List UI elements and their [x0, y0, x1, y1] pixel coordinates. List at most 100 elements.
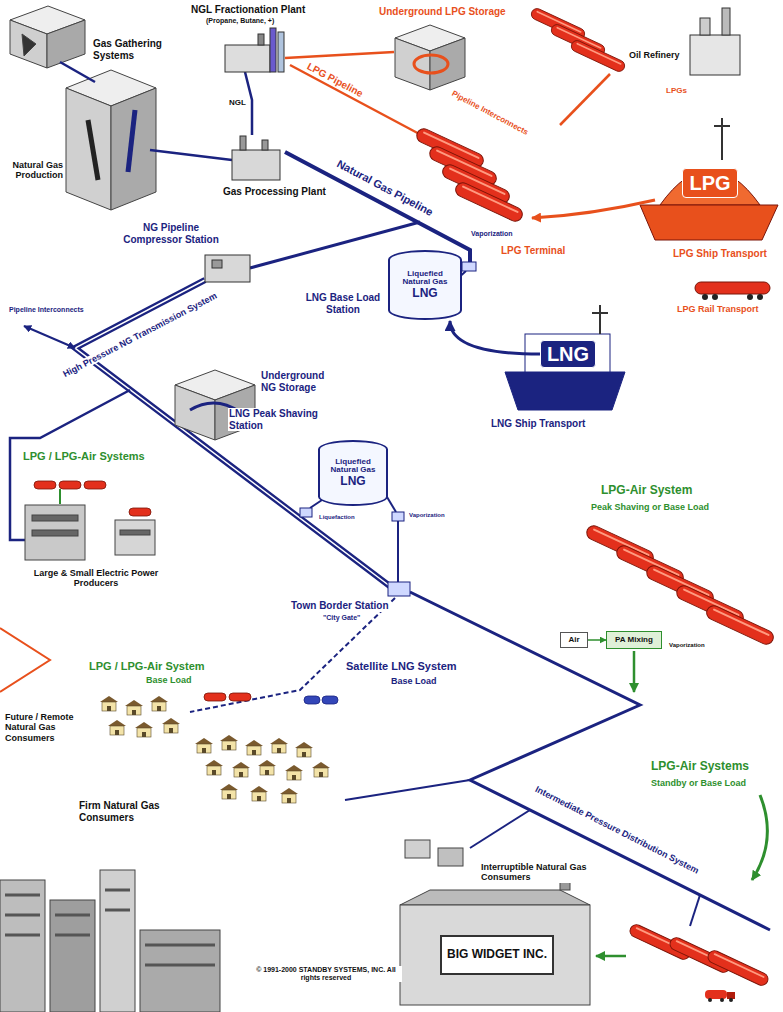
firm-houses: [220, 735, 238, 750]
lpg-air-feed: [633, 651, 636, 692]
lng-tank: Liquefied Natural GasLNG: [388, 250, 462, 320]
satellite-tanks: [204, 693, 338, 704]
callout-label: Vaporization: [470, 230, 514, 238]
lng-ship: [505, 305, 625, 410]
power-producer-buildings: [32, 515, 78, 521]
ng-pipelines: [285, 152, 470, 262]
compressor-station: [205, 255, 250, 282]
city-buildings: [50, 900, 95, 1012]
interruptible-buildings: [405, 840, 430, 858]
mixing-box: PA Mixing: [606, 631, 662, 649]
rail-car: [757, 294, 763, 300]
city-buildings: [0, 880, 45, 1012]
callout-label: Natural Gas Production: [2, 160, 64, 181]
satellite-tanks: [204, 693, 226, 701]
ng-pipelines: [410, 592, 770, 930]
power-producer-buildings: [120, 530, 150, 535]
gathering-lines: [150, 150, 232, 160]
ng-pipelines: [690, 895, 700, 926]
callout-label: Gas Gathering Systems: [92, 38, 174, 61]
fractionation-plant: [270, 28, 276, 72]
future-houses: [135, 722, 153, 737]
firm-houses: [280, 788, 298, 803]
callout-label: LPG Terminal: [500, 245, 566, 257]
city-buildings: [140, 930, 220, 1012]
station-boxes: [300, 508, 312, 517]
firm-houses: [195, 735, 330, 803]
processing-plant: [232, 136, 280, 180]
callout-label: LNG Ship Transport: [490, 418, 586, 430]
ng-pipelines: [310, 500, 322, 508]
processing-plant: [240, 136, 246, 150]
compressor-station: [212, 260, 222, 268]
callout-label: LPG-Air Systems: [650, 760, 750, 774]
fractionation-plant: [278, 32, 284, 72]
air-box: Air: [560, 632, 588, 648]
callout-label: LPG Ship Transport: [672, 248, 768, 260]
ng-pipelines: [190, 598, 395, 712]
left-chevron: [0, 628, 50, 692]
power-producer-buildings: [32, 530, 78, 536]
callout-label: Oil Refinery: [628, 50, 681, 60]
callout-label: Liquefaction: [318, 514, 356, 521]
callout-label: Satellite LNG System: [345, 660, 458, 673]
callout-label: Firm Natural Gas Consumers: [78, 800, 180, 823]
lpg-ship: [660, 170, 760, 205]
callout-label: Peak Shaving or Base Load: [590, 502, 710, 512]
oil-refinery: [700, 18, 710, 35]
firm-houses: [295, 742, 313, 757]
satellite-tanks: [322, 696, 338, 704]
callout-label: LPG Pipeline: [304, 60, 366, 100]
callout-label: Base Load: [145, 675, 193, 685]
node-text: Air: [568, 636, 579, 645]
lpg-ship: [721, 118, 723, 160]
fractionation-plant: [225, 28, 284, 72]
power-producer-buildings: [25, 505, 85, 560]
ng-pipelines: [75, 280, 395, 590]
oil-refinery: [690, 8, 740, 75]
future-houses: [108, 720, 126, 735]
node-text: LPG: [689, 172, 730, 194]
firm-houses: [285, 765, 303, 780]
callout-label: LPG / LPG-Air Systems: [22, 450, 146, 463]
processing-plant: [262, 140, 268, 150]
lng-tank: Liquefied Natural GasLNG: [318, 440, 388, 506]
callout-label: NG Pipeline Compressor Station: [112, 222, 230, 245]
callout-label: Vaporization: [668, 642, 706, 649]
ship-flow-arrow: [532, 200, 655, 218]
gathering-lines: [60, 62, 95, 82]
rail-car: [695, 282, 770, 294]
power-producer-lpg: [84, 481, 106, 489]
node-text: Liquefied Natural Gas: [324, 458, 382, 476]
lpg-pipelines: [560, 74, 610, 125]
callout-label: LNG Peak Shaving Station: [228, 408, 322, 431]
lpg-terminal-tanks: [453, 180, 524, 223]
ship-name: LPG: [682, 168, 738, 198]
lng-ship: [592, 312, 608, 314]
big-widget-building: [400, 905, 590, 1005]
interruptible-buildings: [405, 840, 463, 866]
firm-houses: [312, 762, 330, 777]
city-buildings: [5, 890, 215, 965]
callout-label: Pipeline Interconnects: [8, 306, 85, 314]
callout-label: LPG / LPG-Air System: [88, 660, 206, 673]
callout-label: LPG Rail Transport: [676, 304, 760, 314]
lpg-pipelines: [285, 52, 610, 145]
power-producer-lpg: [59, 481, 81, 489]
production-cube: [88, 120, 98, 180]
fractionation-plant: [258, 34, 264, 45]
standby-lpg-tanks: [705, 990, 735, 1002]
gathering-cube: [10, 20, 47, 68]
rail-car: [747, 294, 753, 300]
ng-pipelines: [10, 152, 770, 930]
node-text: PA Mixing: [615, 636, 653, 645]
callout-label: Base Load: [390, 676, 438, 686]
rail-car: [702, 294, 708, 300]
node-text: LNG: [412, 287, 437, 300]
callout-label: LNG Base Load Station: [300, 292, 386, 315]
callout-label: NGL: [228, 98, 247, 107]
standby-lpg-tanks: [628, 923, 770, 1002]
big-widget-building: [400, 870, 590, 1005]
satellite-tanks: [229, 693, 251, 701]
lpg-air-tanks: [584, 523, 775, 646]
